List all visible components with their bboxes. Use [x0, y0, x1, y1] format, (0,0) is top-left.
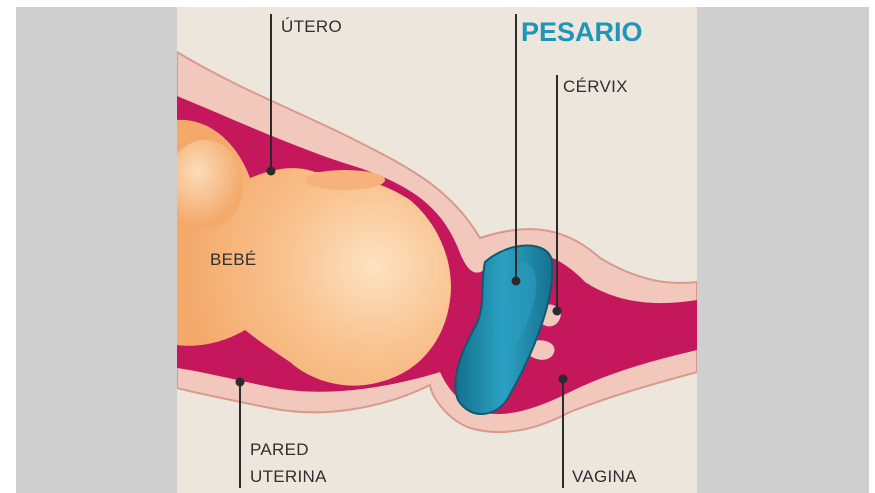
label-bebe: BEBÉ	[210, 250, 257, 269]
pared-dot	[236, 378, 245, 387]
baby-shoulder	[167, 140, 243, 230]
label-utero: ÚTERO	[281, 17, 342, 36]
cervix-dot	[553, 307, 562, 316]
label-pared: PARED	[250, 440, 309, 459]
label-cervix: CÉRVIX	[563, 77, 628, 96]
label-vagina: VAGINA	[572, 467, 637, 486]
label-pesario: PESARIO	[521, 17, 643, 47]
vagina-dot	[559, 375, 568, 384]
label-uterina: UTERINA	[250, 467, 327, 486]
baby-hand	[305, 170, 385, 190]
utero-dot	[267, 167, 276, 176]
pesario-dot	[512, 277, 521, 286]
